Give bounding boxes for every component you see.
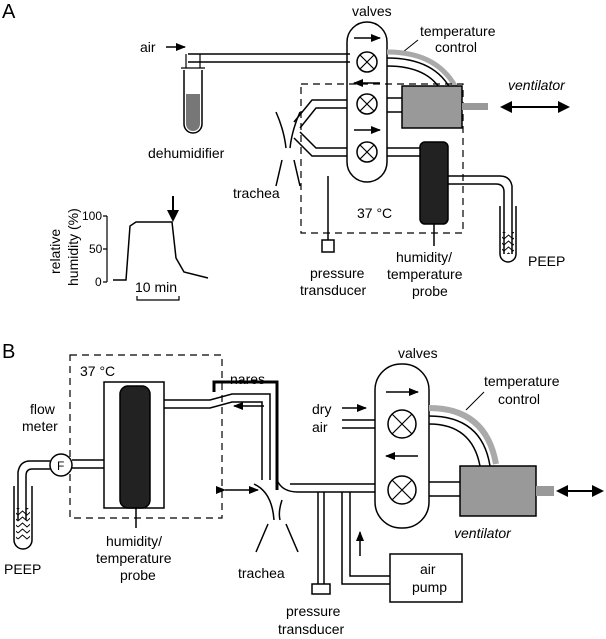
humidity-inset: relative humidity (%) 100 50 0 10 min: [47, 196, 209, 301]
temperature-control-label-a-2: control: [435, 39, 477, 55]
trachea-label-a: trachea: [233, 185, 280, 201]
valve-2-a: [356, 93, 378, 115]
temperature-control-label-a-1: temperature: [420, 23, 496, 39]
temperature-control-leader-b: [465, 391, 485, 411]
nares-tube-thick-b: [212, 380, 279, 490]
inset-scale-label: 10 min: [135, 279, 177, 295]
temp-label-b: 37 °C: [80, 363, 115, 379]
trachea-a: [275, 111, 301, 187]
temperature-control-jacket-a: [386, 49, 461, 94]
pressure-transducer-label-b-1: pressure: [286, 603, 341, 619]
valves-label-b: valves: [398, 345, 438, 361]
peep-label-a: PEEP: [528, 253, 565, 269]
peep-label-b: PEEP: [4, 561, 41, 577]
ventilator-connector-b: [429, 481, 460, 497]
panel-a: A air dehumidifier valves temperature c: [2, 1, 570, 301]
ventilator-label-b: ventilator: [454, 525, 512, 541]
pressure-transducer-b: [311, 583, 331, 595]
flow-meter-label-b-2: meter: [22, 418, 58, 434]
valve-2-b: [387, 475, 417, 505]
air-pump-tube-b: [341, 492, 390, 585]
ventilator-body-a: [401, 85, 463, 129]
panel-b-letter: B: [2, 341, 15, 363]
humidity-probe-a: [419, 141, 449, 225]
panel-b: B 37 °C humidity/ temperature probe flow…: [2, 341, 604, 637]
peep-water-b: [16, 508, 30, 540]
trachea-label-b: trachea: [238, 565, 285, 581]
humidity-probe-label-b-3: probe: [120, 567, 156, 583]
inset-axis: [103, 215, 108, 283]
inset-tick-100: 100: [82, 209, 102, 223]
valve-to-ventilator-tube-b: [428, 415, 491, 467]
incubator-box-b: [69, 354, 223, 519]
dehumidifier-fill: [186, 94, 200, 131]
air-pump-label-b-1: air: [420, 561, 436, 577]
inset-ylabel-1: relative: [47, 229, 63, 274]
temperature-control-label-b-2: control: [498, 391, 540, 407]
dehumidifier-label: dehumidifier: [148, 145, 225, 161]
trachea-tube-a: [293, 99, 347, 157]
pressure-transducer-label-a-2: transducer: [300, 282, 366, 298]
dry-air-label-b-2: air: [312, 419, 328, 435]
nares-label-b: nares: [230, 371, 265, 387]
ventilator-piston-b: [536, 486, 554, 496]
humidity-probe-label-a-2: temperature: [387, 266, 463, 282]
humidity-probe-label-b-2: temperature: [96, 550, 172, 566]
air-pump-b: [389, 553, 463, 603]
flow-tube-b: [72, 459, 104, 469]
valves-label-a: valves: [352, 3, 392, 19]
valve-3-a: [356, 141, 378, 163]
probe-connector-a: [387, 147, 420, 157]
temperature-control-jacket-b: [428, 405, 499, 465]
inset-tick-50: 50: [89, 242, 103, 256]
dehumidifier-connector: [181, 54, 205, 69]
humidity-probe-b: [119, 385, 151, 509]
pressure-transducer-label-b-2: transducer: [278, 621, 344, 637]
humidity-probe-label-a-3: probe: [412, 283, 448, 299]
nares-tube-b: [164, 393, 271, 480]
peep-bottle-a: [499, 206, 517, 263]
peep-tube-a: [448, 175, 513, 254]
valve-housing-b: [374, 363, 430, 529]
panel-a-letter: A: [2, 1, 16, 23]
air-label: air: [140, 39, 156, 55]
pressure-transducer-a: [321, 239, 335, 253]
pressure-line-b: [317, 492, 325, 584]
circuit-tube-b: [276, 479, 375, 493]
pressure-transducer-label-a-1: pressure: [310, 265, 365, 281]
valve-1-b: [387, 409, 417, 439]
peep-tube-b: [17, 460, 50, 520]
valve-1-a: [356, 51, 378, 73]
trachea-b: [253, 483, 299, 553]
humidity-probe-label-b-1: humidity/: [106, 533, 162, 549]
inset-scale-bar: [136, 296, 180, 301]
inset-ylabel-2: humidity (%): [65, 208, 81, 286]
flow-meter-b: [49, 453, 73, 477]
peep-bottle-b: [13, 486, 33, 550]
temperature-control-leader-a: [402, 39, 419, 53]
temp-label-a: 37 °C: [357, 205, 392, 221]
humidity-probe-label-a-1: humidity/: [396, 249, 452, 265]
inset-tick-0: 0: [95, 275, 102, 289]
ventilator-label-a: ventilator: [508, 77, 566, 93]
ventilator-body-b: [459, 465, 537, 517]
inset-humidity-trace: [113, 221, 209, 281]
flow-meter-symbol-b: F: [57, 459, 64, 473]
flow-meter-label-b-1: flow: [30, 401, 56, 417]
ventilator-piston-a: [462, 103, 488, 110]
dry-air-label-b-1: dry: [312, 401, 331, 417]
air-pump-label-b-2: pump: [412, 579, 447, 595]
dehumidifier-tube: [183, 70, 203, 134]
temperature-control-label-b-1: temperature: [484, 373, 560, 389]
dry-air-tube-b: [342, 419, 375, 429]
peep-water-a: [502, 232, 514, 254]
air-inlet-tube: [188, 53, 350, 63]
valve-housing-a: [346, 21, 388, 183]
ventilator-connector-a: [387, 97, 402, 113]
